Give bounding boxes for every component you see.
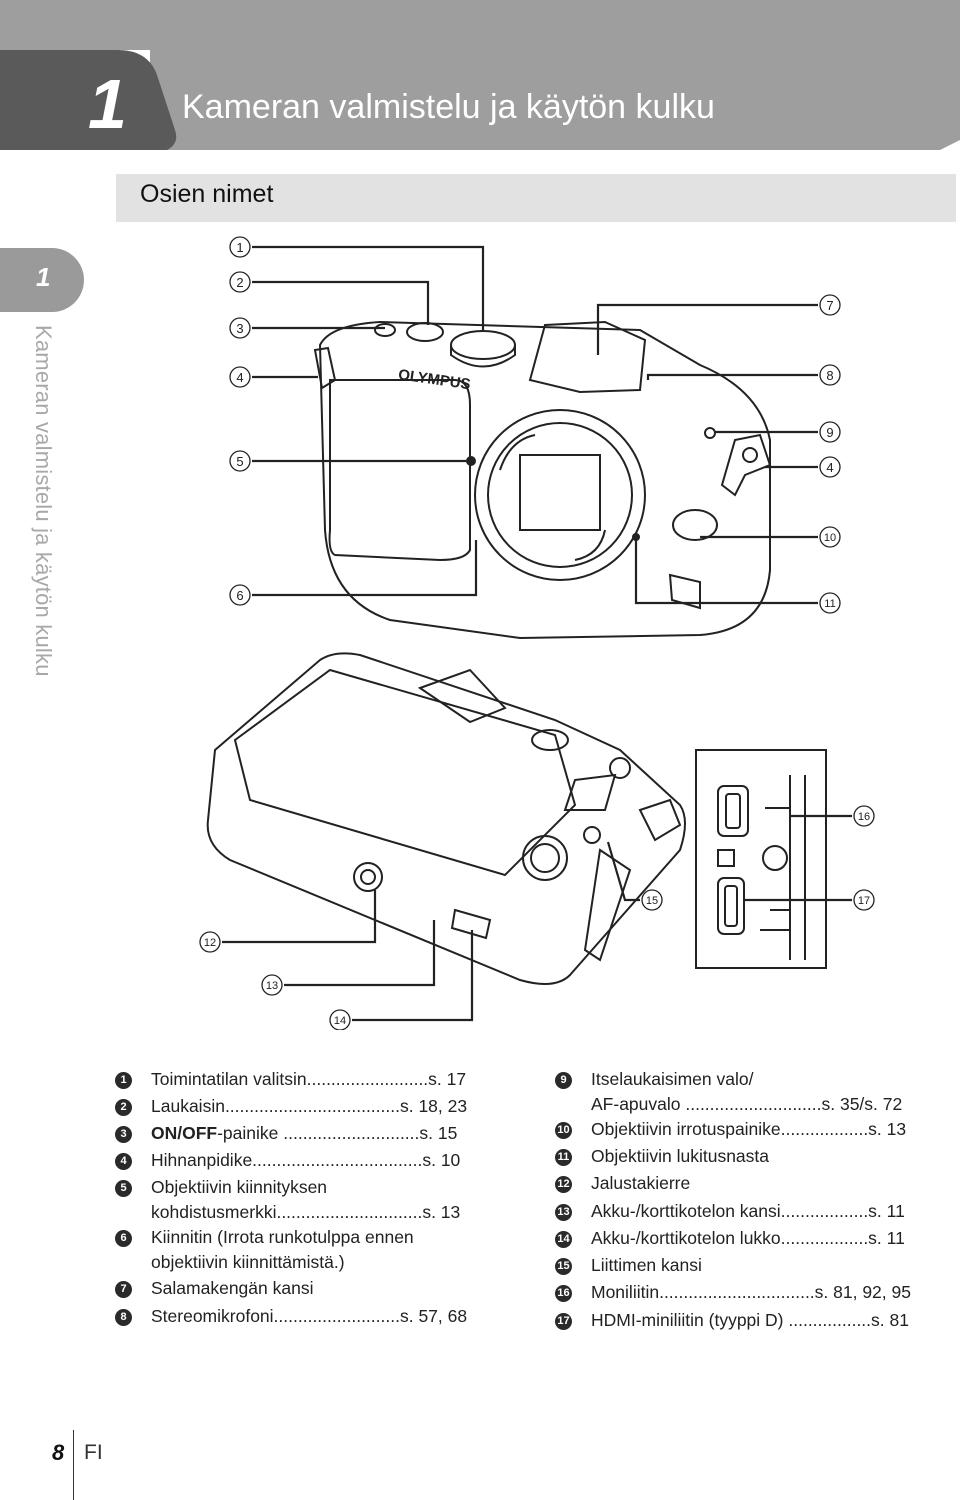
svg-text:14: 14 [334,1015,346,1027]
callout-8: 8 [819,364,841,386]
callout-13: 13 [261,974,283,996]
svg-text:7: 7 [826,298,833,313]
svg-text:15: 15 [646,895,658,907]
svg-text:4: 4 [826,460,833,475]
callout-15: 15 [641,889,663,911]
svg-text:5: 5 [236,454,243,469]
callout-2: 2 [229,271,251,293]
callout-17: 17 [853,889,875,911]
svg-text:3: 3 [236,321,243,336]
svg-text:17: 17 [858,895,870,907]
page-number: 8 [52,1440,65,1465]
side-chapter-label: Kameran valmistelu ja käytön kulku [31,325,56,677]
chapter-title: Kameran valmistelu ja käytön kulku [182,88,715,126]
callout-16: 16 [853,805,875,827]
callout-4-right: 4 [819,456,841,478]
callout-3: 3 [229,317,251,339]
callout-4-left: 4 [229,366,251,388]
brand-logo: OLYMPUS [397,366,471,393]
svg-text:2: 2 [236,275,243,290]
callout-9: 9 [819,421,841,443]
svg-text:9: 9 [826,425,833,440]
callout-6: 6 [229,584,251,606]
connector-detail-inset [695,749,827,969]
callout-10: 10 [819,526,841,548]
svg-text:6: 6 [236,588,243,603]
callout-7: 7 [819,294,841,316]
svg-text:12: 12 [204,937,216,949]
callout-11: 11 [819,592,841,614]
svg-text:1: 1 [236,240,243,255]
chapter-number: 1 [88,65,127,143]
svg-text:13: 13 [266,980,278,992]
callout-5: 5 [229,450,251,472]
language-code: FI [84,1441,103,1464]
camera-front-illustration [313,320,772,640]
svg-text:8: 8 [826,368,833,383]
svg-text:16: 16 [858,811,870,823]
callout-12: 12 [199,931,221,953]
section-title: Osien nimet [140,180,274,208]
chapter-header-band [0,0,960,150]
svg-text:11: 11 [824,598,835,610]
svg-text:4: 4 [236,370,243,385]
footer-divider [73,1430,74,1500]
side-chapter-number: 1 [36,262,51,292]
camera-parts-figure: OLYMPUS [199,236,875,1030]
side-chapter-tab [0,248,84,312]
callout-14: 14 [329,1009,351,1030]
svg-text:10: 10 [824,532,836,544]
camera-back-illustration [206,652,686,985]
section-bar [116,174,956,222]
callout-1: 1 [229,236,251,258]
